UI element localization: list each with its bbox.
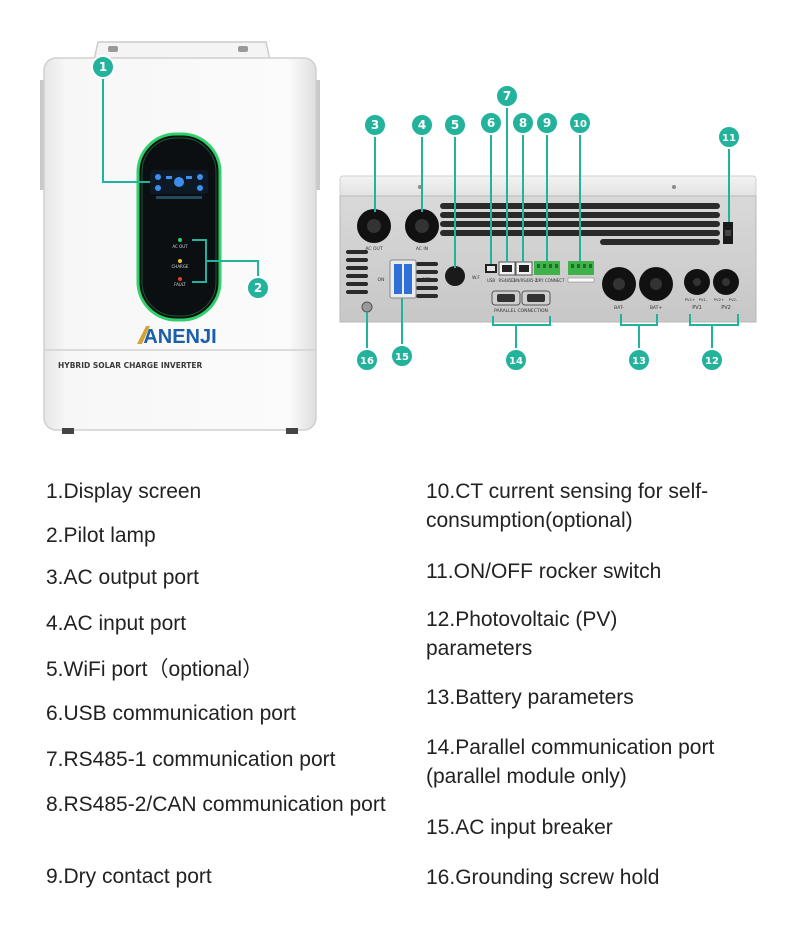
panel-label-ac-out: AC OUT [365,246,382,252]
svg-text:13: 13 [632,356,646,367]
marker-13: 13 [627,348,651,372]
legend-item-2: 2.Pilot lamp [46,524,156,547]
marker-2: 2 [246,276,270,300]
marker-15: 15 [390,344,414,368]
marker-12: 12 [700,348,724,372]
panel-label-pv1-plus: PV1+ [685,297,695,302]
svg-text:6: 6 [487,116,495,130]
legend-item-13: 13.Battery parameters [426,686,634,709]
legend-item-12: 12.Photovoltaic (PV) parameters [426,608,618,660]
indicator-label-fault: FAULT [174,282,186,287]
indicator-label-ac-out: AC OUT [172,244,188,249]
marker-9: 9 [535,111,559,135]
model-label: HYBRID SOLAR CHARGE INVERTER [58,361,202,370]
legend-item-8: 8.RS485-2/CAN communication port [46,793,386,816]
legend-item-14: 14.Parallel communication port (parallel… [426,736,715,788]
panel-label-parallel: PARALLEL CONNECTION [494,308,548,314]
panel-label-pv1: PV1 [692,305,702,311]
svg-text:1: 1 [99,60,107,74]
svg-text:7: 7 [503,89,511,103]
panel-label-pv1-minus: PV1- [699,297,708,302]
svg-text:2: 2 [254,281,262,295]
marker-10: 10 [568,111,592,135]
svg-text:11: 11 [722,133,736,144]
indicator-label-charge: CHARGE [172,264,189,269]
marker-7: 7 [495,84,519,108]
marker-16: 16 [355,348,379,372]
svg-text:12: 12 [705,356,719,367]
inverter-front-view: AC OUT CHARGE FAULT ANENJI HYBRID SOLAR … [40,41,320,434]
panel-label-off: OFF [422,277,431,283]
panel-label-pv2-plus: PV2+ [714,297,724,302]
marker-3: 3 [363,113,387,137]
svg-text:15: 15 [395,352,409,363]
display-screen [150,170,208,199]
svg-text:4: 4 [418,118,426,132]
panel-label-dry: DRY CONNECT [535,278,565,283]
marker-5: 5 [443,113,467,137]
legend-item-3: 3.AC output port [46,566,199,589]
legend-item-9: 9.Dry contact port [46,865,212,888]
legend-item-15: 15.AC input breaker [426,816,613,839]
legend-item-5: 5.WiFi port（optional） [46,658,264,681]
panel-label-can: CAN/RS485-2 [511,278,538,283]
panel-label-ac-in: AC IN [416,246,428,252]
legend-item-4: 4.AC input port [46,612,187,635]
legend-item-6: 6.USB communication port [46,702,296,725]
number-markers: 1 2 3 4 5 6 7 8 9 10 11 12 13 14 15 16 [91,55,741,372]
marker-14: 14 [504,348,528,372]
panel-label-bat-plus: BAT+ [650,305,663,311]
legend-item-10: 10.CT current sensing for self-consumpti… [426,480,709,532]
marker-8: 8 [511,111,535,135]
svg-text:14: 14 [509,356,523,367]
brand-logo: ANENJI [143,326,216,348]
svg-text:9: 9 [543,116,551,130]
marker-6: 6 [479,111,503,135]
pilot-lamps: AC OUT CHARGE FAULT [172,238,189,287]
marker-1: 1 [91,55,115,79]
legend-item-7: 7.RS485-1 communication port [46,748,336,771]
svg-text:8: 8 [519,116,527,130]
legend-item-1: 1.Display screen [46,480,202,503]
svg-text:5: 5 [451,118,459,132]
panel-label-rs485: RS485-1 [499,278,516,283]
panel-label-pv2: PV2 [721,305,731,311]
legend-item-11: 11.ON/OFF rocker switch [426,560,662,583]
svg-text:3: 3 [371,118,379,132]
panel-label-bat-minus: BAT- [614,305,624,311]
leader-lines [102,78,739,350]
marker-11: 11 [717,125,741,149]
panel-label-pv2-minus: PV2- [729,297,738,302]
marker-4: 4 [410,113,434,137]
svg-text:16: 16 [360,356,374,367]
panel-label-usb: USB [487,278,495,283]
svg-text:10: 10 [573,119,587,130]
inverter-diagram: AC OUT CHARGE FAULT ANENJI HYBRID SOLAR … [40,41,757,434]
legend-item-16: 16.Grounding screw hold [426,866,660,889]
panel-label-on: ON [378,277,385,283]
panel-label-wifi: W.F [472,275,480,281]
